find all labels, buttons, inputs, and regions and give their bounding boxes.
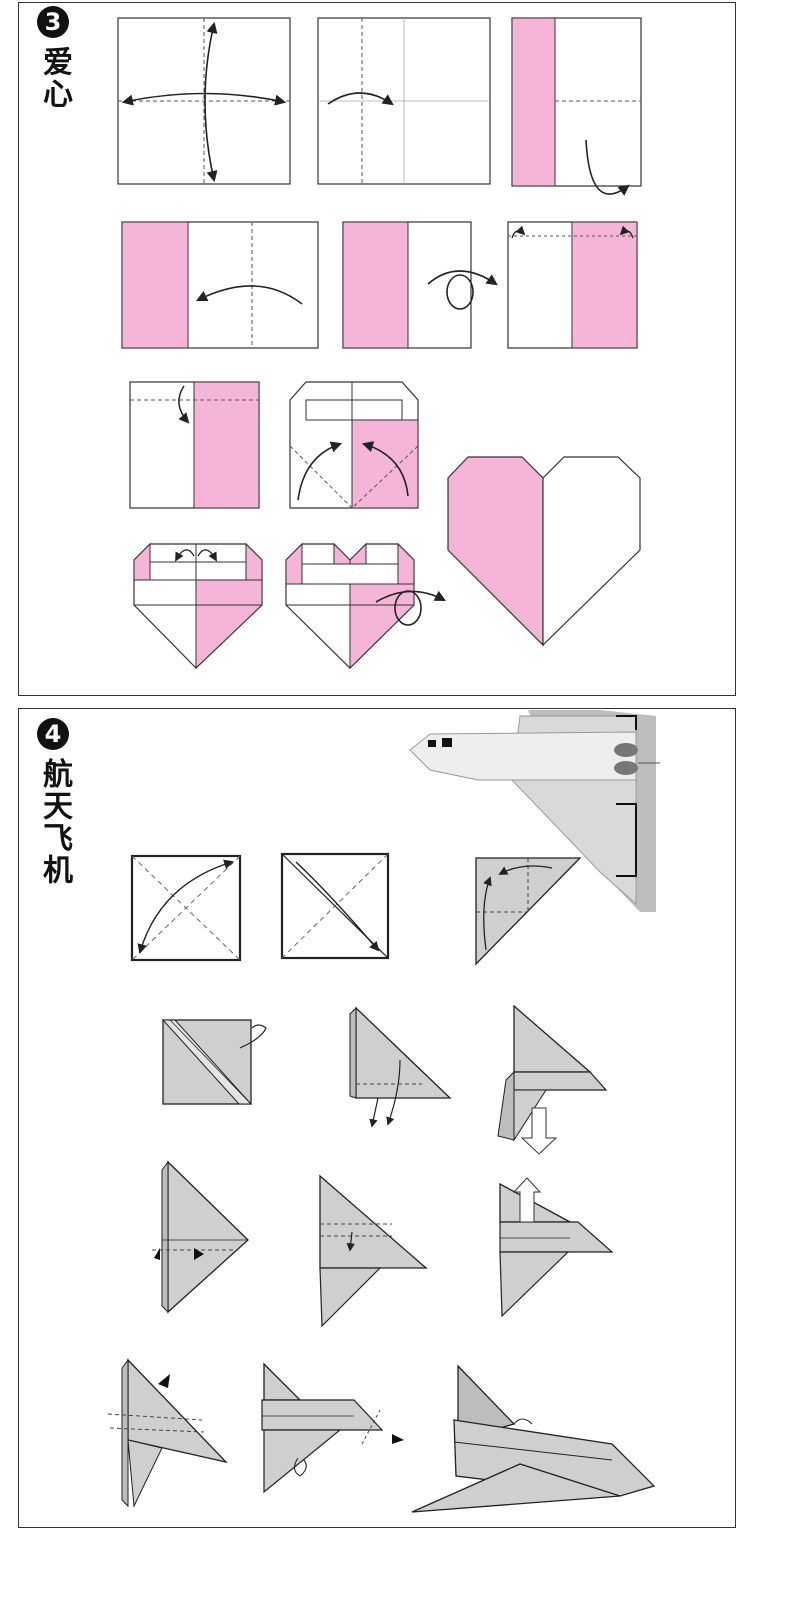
heart-step-2 [317,17,491,185]
shuttle-step-5 [349,1006,452,1128]
heart-finished [447,456,641,647]
shuttle-step-11 [261,1362,404,1494]
section-3-title: 爱心 [37,46,72,110]
section-4-number-badge: 4 [37,718,69,750]
shuttle-step-4 [161,1019,267,1105]
heart-step-4 [121,221,319,349]
heart-step-7 [129,381,260,509]
shuttle-step-7 [152,1160,249,1314]
section-4-title: 航天飞机 [37,758,72,886]
shuttle-step-2 [280,852,390,960]
heart-step-8 [289,381,419,509]
heart-step-1 [117,17,291,185]
shuttle-step-10 [107,1358,228,1508]
shuttle-header-illustration [409,710,660,912]
shuttle-step-1 [130,854,242,962]
heart-step-6 [507,221,638,349]
section-3-number-badge: 3 [37,6,69,38]
heart-step-10 [285,542,446,670]
shuttle-finished [411,1364,656,1513]
heart-step-3 [511,17,642,196]
shuttle-step-6 [497,1004,608,1155]
shuttle-step-8 [319,1174,428,1328]
shuttle-step-3 [475,857,582,966]
heart-step-5 [342,221,498,349]
heart-step-9 [133,542,263,670]
shuttle-step-9 [499,1177,614,1318]
